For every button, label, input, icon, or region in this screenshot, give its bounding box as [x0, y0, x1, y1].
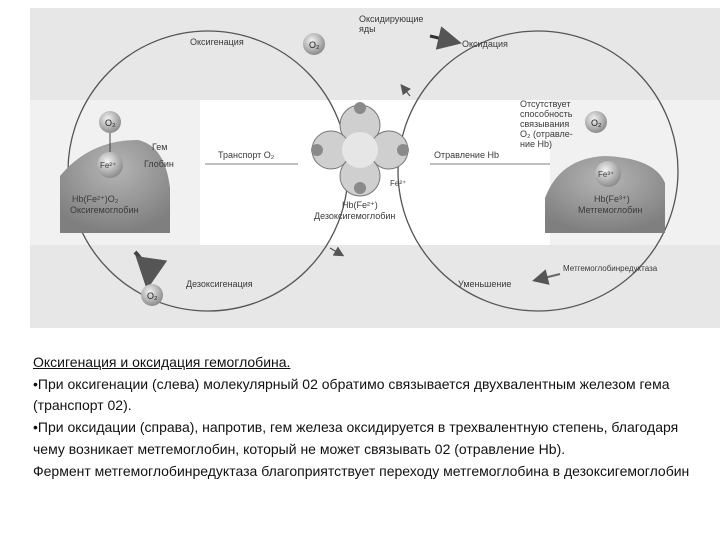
label-reductase: Метгемоглобинредуктаза: [563, 264, 658, 273]
o2-label-right: O₂: [591, 118, 602, 128]
label-oxy-formula: Hb(Fe²⁺)O₂: [72, 194, 119, 204]
right-cycle: [397, 30, 679, 312]
caption-title: Оксигенация и оксидация гемоглобина.: [33, 354, 291, 370]
caption-line-3: Фермент метгемоглобинредуктаза благоприя…: [33, 462, 690, 479]
label-met-formula: Hb(Fe³⁺): [594, 194, 630, 204]
label-oxidation: Оксидация: [462, 39, 508, 49]
label-o2-transport: Транспорт O₂: [218, 150, 275, 160]
o2-ball-right: [585, 111, 607, 133]
label-oxy-name: Оксигемоглобин: [70, 205, 138, 215]
caption: Оксигенация и оксидация гемоглобина. •Пр…: [33, 352, 703, 482]
label-fe3-right: Fe³⁺: [598, 170, 614, 179]
label-met-name: Метгемоглобин: [578, 205, 642, 215]
oxidizer-arrow: [429, 26, 462, 50]
label-fe2-left: Fe²⁺: [100, 161, 116, 170]
heme-iron-left: [97, 152, 123, 178]
methemoglobin-shape: [545, 156, 665, 233]
o2-ball-left: [99, 111, 121, 133]
o2-ball-top: [303, 33, 325, 55]
label-deoxy-formula: Hb(Fe²⁺): [342, 200, 378, 210]
heme-iron-right: [595, 161, 621, 187]
label-heme: Гем: [152, 142, 167, 152]
o2-ball-bottom: [141, 284, 163, 306]
label-no-ability: Отсутствует способность связывания O₂ (о…: [520, 99, 575, 149]
label-reduction: Уменьшение: [458, 279, 511, 289]
o2-label-top: O₂: [309, 40, 320, 50]
label-oxygenation: Оксигенация: [190, 37, 244, 47]
caption-line-1: •При оксигенации (слева) молекулярный 02…: [33, 375, 670, 414]
label-poisoning: Отравление Hb: [434, 150, 499, 160]
label-deoxy-name: Дезоксигемоглобин: [314, 211, 395, 221]
label-globin: Глобин: [144, 159, 174, 169]
deoxyhemoglobin-molecule: [311, 102, 409, 197]
o2-label-left: O₂: [105, 118, 116, 128]
o2-label-bottom: O₂: [147, 291, 158, 301]
reductase-arrow: [532, 269, 561, 285]
label-deoxygenation: Дезоксигенация: [186, 279, 253, 289]
label-center-fe: Fe²⁺: [390, 179, 406, 188]
deoxygenation-arrow: [133, 250, 168, 290]
oxyhemoglobin-shape: [60, 140, 170, 233]
caption-line-2: •При оксидации (справа), напротив, гем ж…: [33, 419, 679, 457]
